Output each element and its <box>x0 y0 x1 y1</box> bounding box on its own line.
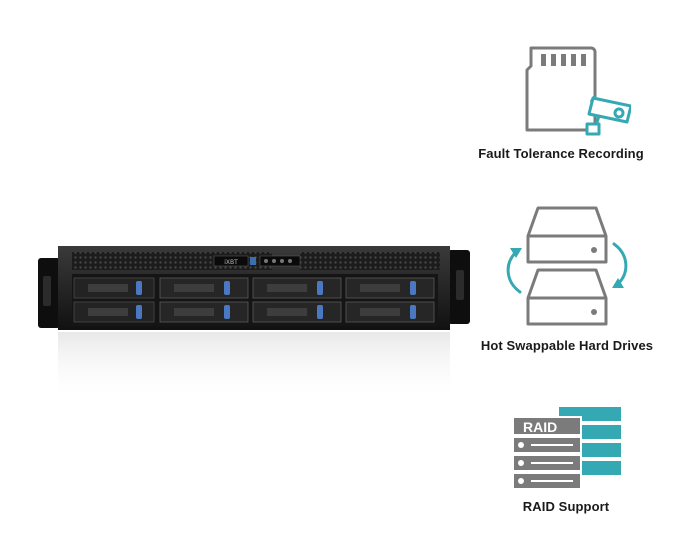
raid-badge-text: RAID <box>523 419 557 435</box>
feature-fault-tolerance: Fault Tolerance Recording <box>441 40 681 161</box>
chassis-logo: iXBT <box>224 259 238 266</box>
hot-swap-drives-icon <box>447 204 687 332</box>
feature-label-raid: RAID Support <box>522 499 610 514</box>
feature-label-hot-swap: Hot Swappable Hard Drives <box>480 338 654 353</box>
server-chassis-image: iXBT <box>38 240 470 410</box>
raid-stack-icon: RAID <box>446 405 686 495</box>
feature-label-fault-tolerance: Fault Tolerance Recording <box>478 146 644 161</box>
rack-server-graphic: iXBT <box>38 246 470 402</box>
feature-hot-swap: Hot Swappable Hard Drives <box>447 204 687 353</box>
feature-raid: RAID RAID Support <box>446 405 686 514</box>
sd-card-security-camera-icon <box>441 40 681 140</box>
